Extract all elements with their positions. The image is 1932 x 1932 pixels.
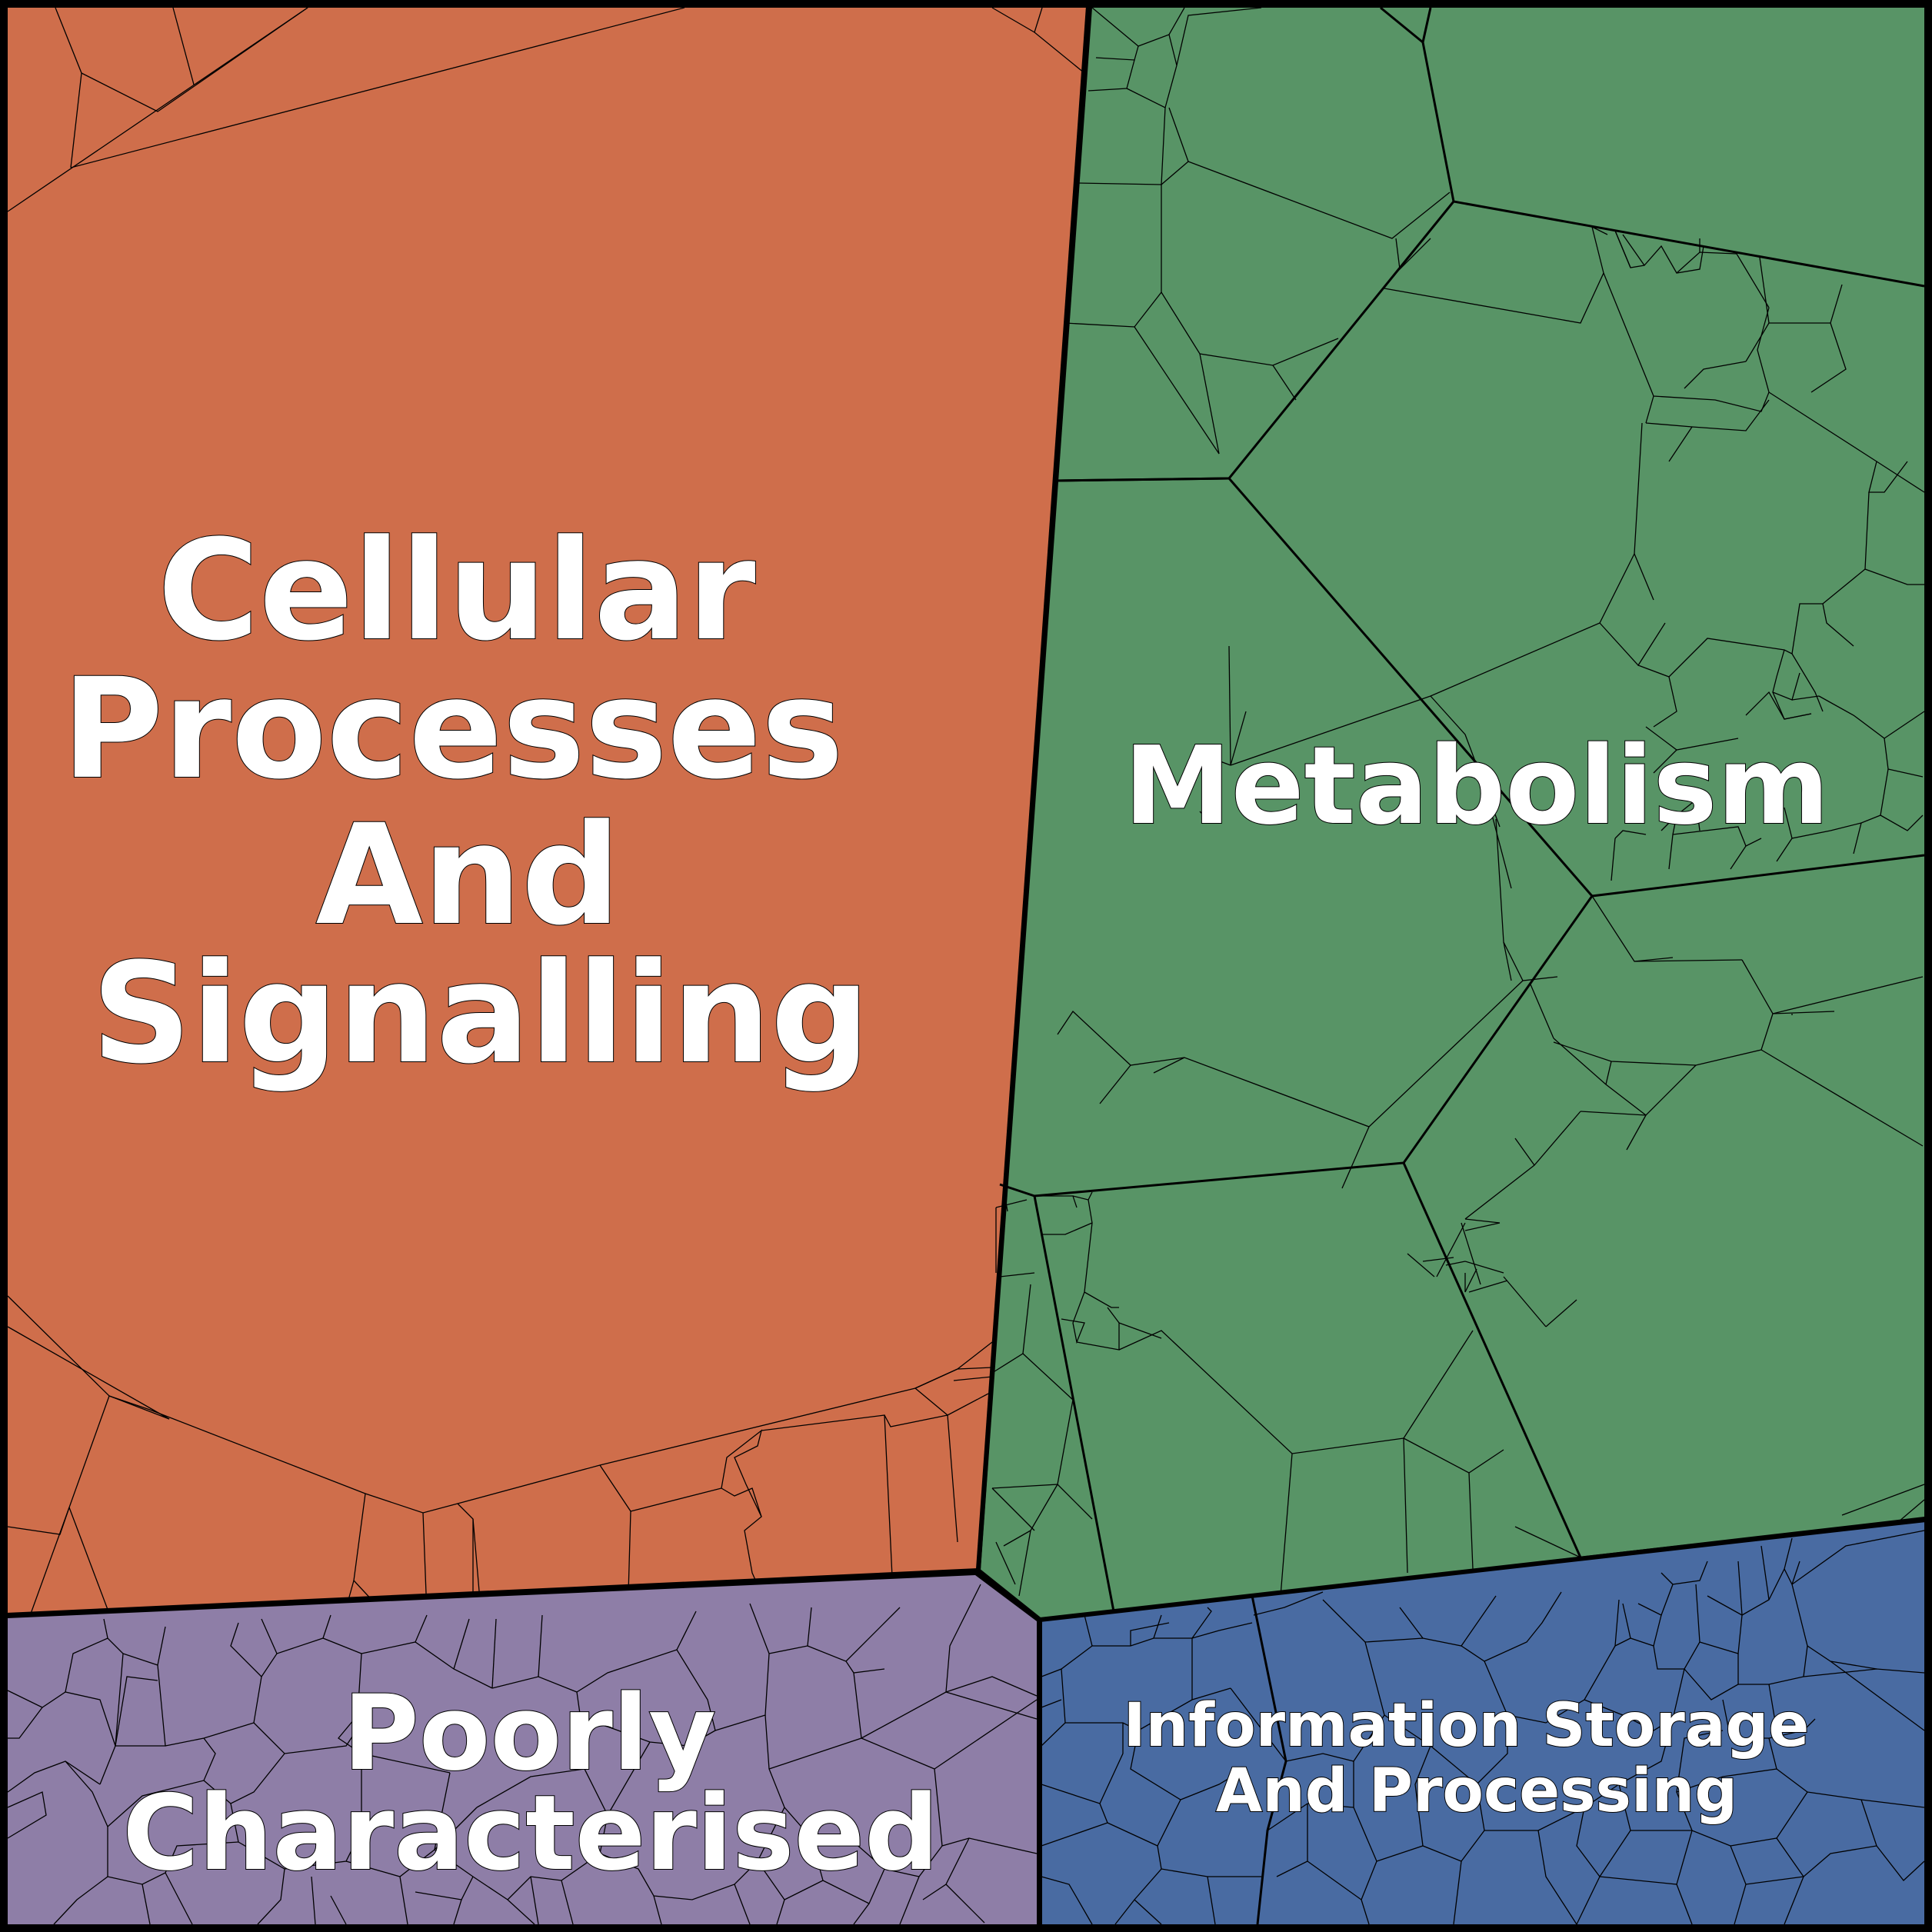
label-information-line-1: Information Storage <box>1124 1691 1810 1760</box>
region-information[interactable] <box>1041 1521 1925 1925</box>
region-information-fine <box>1041 1530 1925 1925</box>
region-poorly-subcells <box>7 1584 1038 1925</box>
region-cellular[interactable] <box>7 7 1088 1614</box>
region-metabolism-cell <box>981 8 1924 1619</box>
label-cellular: Cellular Processes And Signalling <box>62 511 891 1094</box>
label-cellular-line-3: And <box>316 795 621 956</box>
region-labels: Cellular Processes And Signalling Metabo… <box>61 510 1830 1894</box>
label-poorly: Poorly Characterised <box>122 1673 938 1894</box>
region-poorly-cell <box>8 1575 1037 1924</box>
region-information-subcells <box>1251 1595 1287 1925</box>
label-cellular-line-4: Signalling <box>92 934 870 1094</box>
region-metabolism-fine <box>991 7 1925 1597</box>
label-information: Information Storage And Processing <box>1124 1691 1830 1826</box>
label-metabolism: Metabolism <box>1124 724 1829 849</box>
region-cellular-subcells <box>7 7 1085 1614</box>
label-poorly-line-2: Characterised <box>122 1773 938 1894</box>
region-metabolism[interactable] <box>981 6 1925 1619</box>
label-information-line-2: And Processing <box>1216 1757 1737 1826</box>
label-cellular-line-2: Processes <box>62 649 844 810</box>
label-poorly-line-1: Poorly <box>343 1673 716 1794</box>
label-cellular-line-1: Cellular <box>158 511 756 671</box>
region-poorly[interactable] <box>7 1575 1038 1925</box>
region-cellular-cell <box>8 8 1088 1614</box>
region-information-cell <box>1041 1521 1924 1924</box>
label-metabolism-line-1: Metabolism <box>1124 724 1829 849</box>
